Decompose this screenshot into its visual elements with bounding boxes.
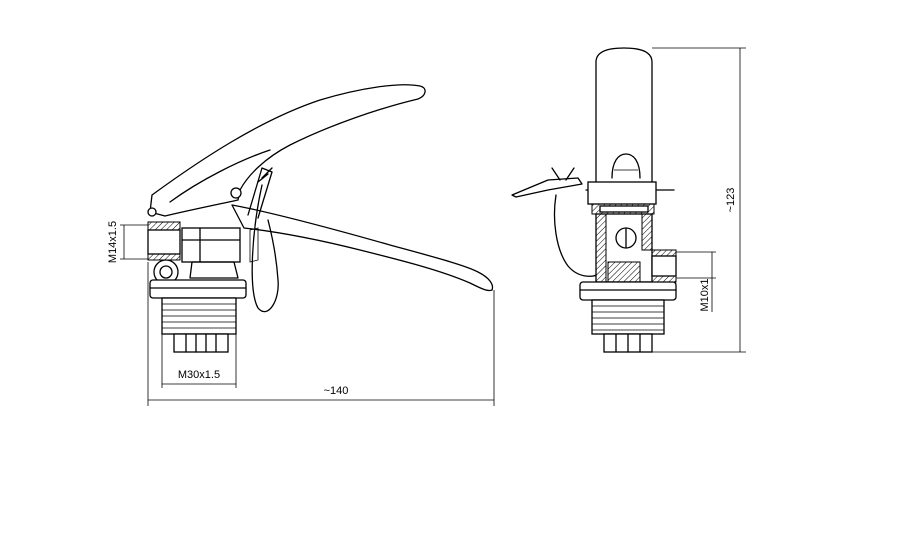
lever-front xyxy=(595,47,653,186)
dim-label-base-thread: M30x1.5 xyxy=(178,369,220,381)
dim-label-length: ~140 xyxy=(324,385,349,397)
safety-pin xyxy=(251,167,279,313)
upper-lever xyxy=(149,84,426,217)
outlet-nozzle xyxy=(147,221,181,231)
dim-length: ~140 xyxy=(147,262,495,406)
dim-label-gauge-thread: M10x1 xyxy=(699,278,711,311)
dim-height: ~123 xyxy=(652,47,746,353)
dim-label-outlet-thread: M14x1.5 xyxy=(107,221,119,263)
dim-base-thread: M30x1.5 xyxy=(161,334,237,388)
front-view xyxy=(511,47,677,353)
side-view xyxy=(147,84,494,353)
dim-label-height: ~123 xyxy=(725,188,737,213)
gauge-port-front xyxy=(651,249,677,257)
safety-pin-front xyxy=(511,177,583,198)
dim-gauge-thread: M10x1 xyxy=(676,251,716,312)
dim-outlet-thread: M14x1.5 xyxy=(107,221,148,263)
lower-lever xyxy=(231,204,494,292)
